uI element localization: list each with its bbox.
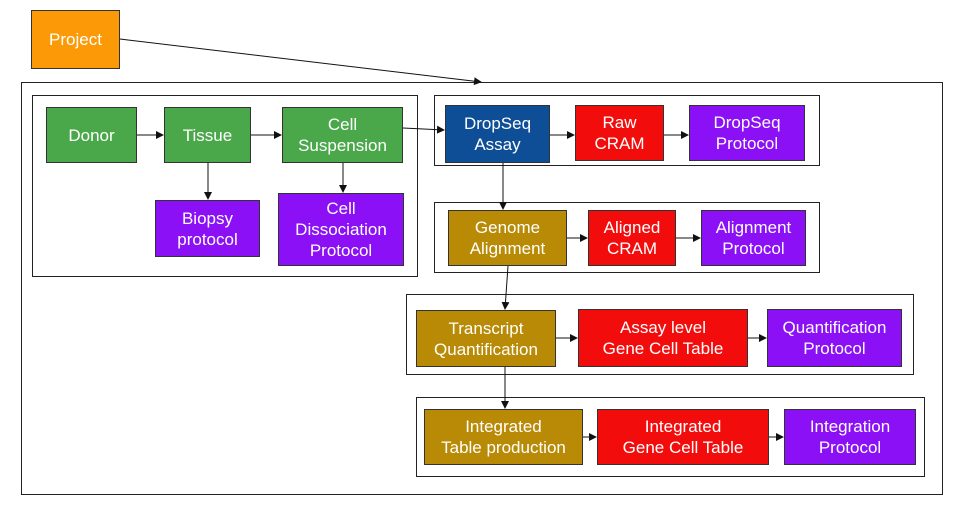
transcript-quantification-node[interactable]: Transcript Quantification [416, 310, 556, 367]
tissue-node[interactable]: Tissue [164, 107, 251, 163]
cell-dissociation-protocol-node[interactable]: Cell Dissociation Protocol [278, 193, 404, 266]
biomaterial-group-frame [32, 95, 418, 277]
integration-group-frame [416, 397, 925, 477]
raw-cram-node[interactable]: Raw CRAM [575, 105, 664, 161]
genome-alignment-node[interactable]: Genome Alignment [448, 210, 567, 266]
project-node[interactable]: Project [31, 10, 120, 69]
quantification-protocol-node[interactable]: Quantification Protocol [767, 309, 902, 367]
integration-protocol-node[interactable]: Integration Protocol [784, 409, 916, 465]
dropseq-protocol-node[interactable]: DropSeq Protocol [689, 105, 805, 161]
integrated-gene-cell-table-node[interactable]: Integrated Gene Cell Table [597, 409, 769, 465]
alignment-group-frame [434, 202, 820, 273]
assay-level-gene-cell-table-node[interactable]: Assay level Gene Cell Table [578, 309, 748, 367]
dropseq-assay-node[interactable]: DropSeq Assay [445, 105, 550, 163]
aligned-cram-node[interactable]: Aligned CRAM [588, 210, 676, 266]
biopsy-protocol-node[interactable]: Biopsy protocol [155, 200, 260, 257]
cell-suspension-node[interactable]: Cell Suspension [282, 107, 403, 163]
integrated-table-production-node[interactable]: Integrated Table production [424, 409, 583, 465]
donor-node[interactable]: Donor [46, 107, 137, 163]
quantification-group-frame [406, 294, 914, 375]
project-container-frame [21, 82, 943, 495]
assay-group-frame [434, 95, 820, 166]
edge-project-to-container [119, 38, 482, 86]
alignment-protocol-node[interactable]: Alignment Protocol [701, 210, 806, 266]
